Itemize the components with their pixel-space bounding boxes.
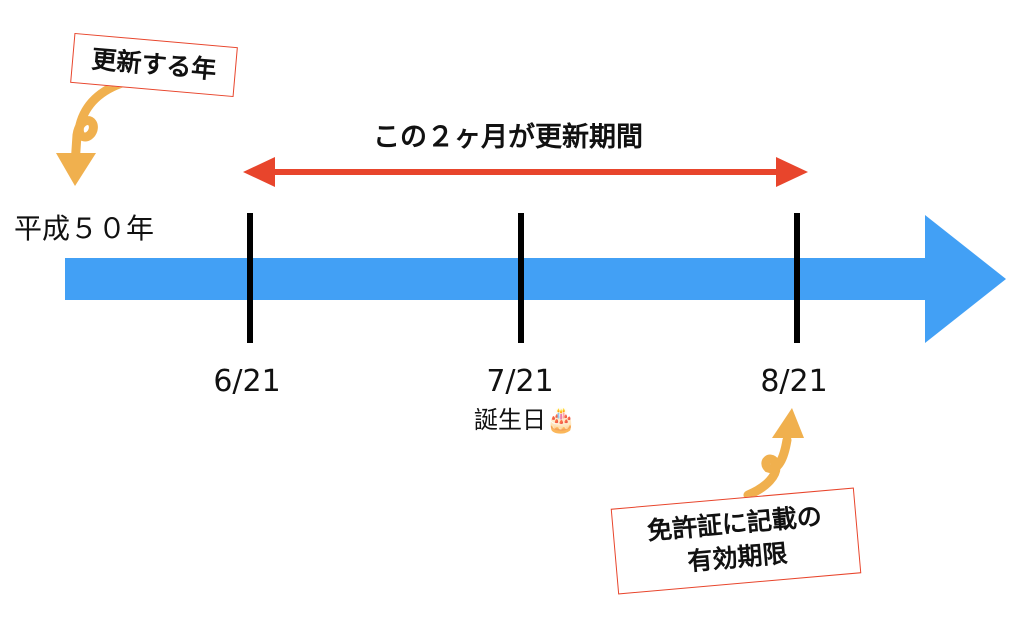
period-double-arrow (243, 157, 808, 187)
curved-arrow-down-icon (56, 77, 130, 186)
year-label: 平成５０年 (14, 212, 155, 245)
timeline-arrow (65, 215, 1006, 343)
period-title: この２ヶ月が更新期間 (373, 122, 643, 153)
birthday-label: 誕生日🎂 (474, 406, 576, 434)
date-label-6-21: 6/21 (213, 364, 281, 399)
curved-arrow-up-icon (743, 408, 804, 500)
tick-6-21 (247, 213, 253, 343)
renewal-year-text: 更新する年 (90, 44, 218, 85)
date-label-7-21: 7/21 (486, 364, 554, 399)
date-label-8-21: 8/21 (760, 364, 828, 399)
tick-8-21 (794, 213, 800, 343)
tick-7-21 (518, 213, 524, 343)
